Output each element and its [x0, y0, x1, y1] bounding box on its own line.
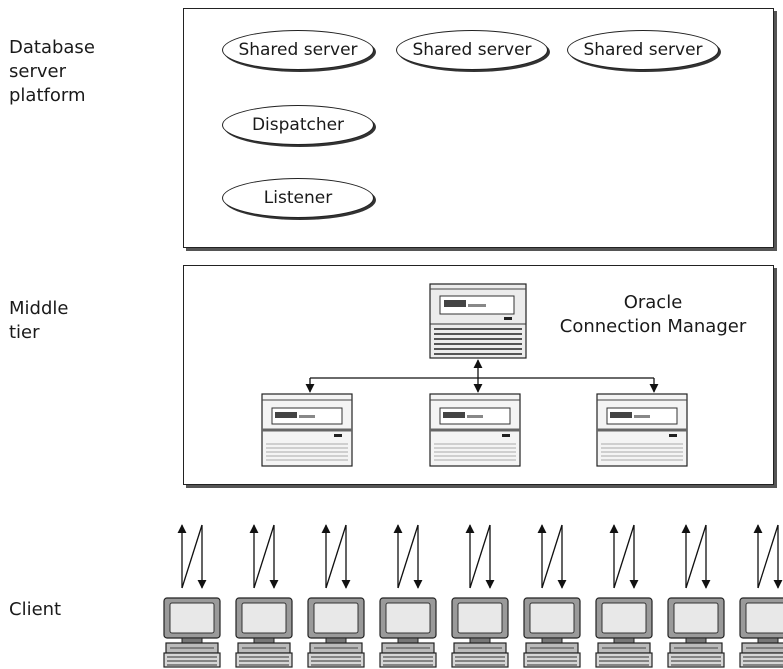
- client-arrow-pair: [681, 524, 711, 589]
- client-arrow-pair: [177, 524, 207, 589]
- dispatcher: Dispatcher: [222, 105, 374, 145]
- workstation-icon: [451, 597, 509, 668]
- connection-manager-line2: Connection Manager: [559, 316, 747, 337]
- workstation-icon: [667, 597, 725, 668]
- client-arrow-pair: [249, 524, 279, 589]
- shared-server-2: Shared server: [396, 30, 548, 70]
- workstation-icon: [163, 597, 221, 668]
- client-arrow-pair: [609, 524, 639, 589]
- workstation-icon: [235, 597, 293, 668]
- workstation-icon: [739, 597, 783, 668]
- workstation-icon: [379, 597, 437, 668]
- workstation-icon: [307, 597, 365, 668]
- tier-label-middle: Middle tier: [9, 298, 69, 343]
- middle-tier-server-icon-3: [595, 392, 689, 468]
- client-arrow-pair: [465, 524, 495, 589]
- workstation-icon: [595, 597, 653, 668]
- client-arrow-pair: [537, 524, 567, 589]
- middle-tier-server-icon-1: [260, 392, 354, 468]
- client-arrow-pair: [321, 524, 351, 589]
- shared-server-1: Shared server: [222, 30, 374, 70]
- tier-label-database: Database server platform: [9, 37, 95, 106]
- client-arrows: [177, 524, 783, 589]
- client-arrow-pair: [393, 524, 423, 589]
- connection-manager-server-icon: [429, 283, 527, 359]
- connection-manager-line1: Oracle: [623, 292, 683, 313]
- shared-server-3: Shared server: [567, 30, 719, 70]
- client-arrow-pair: [753, 524, 783, 589]
- client-workstations: [163, 597, 783, 668]
- listener: Listener: [222, 178, 374, 218]
- tier-label-client: Client: [9, 599, 62, 620]
- middle-tier-server-icon-2: [428, 392, 522, 468]
- connection-manager-label: Oracle Connection Manager: [548, 291, 758, 339]
- workstation-icon: [523, 597, 581, 668]
